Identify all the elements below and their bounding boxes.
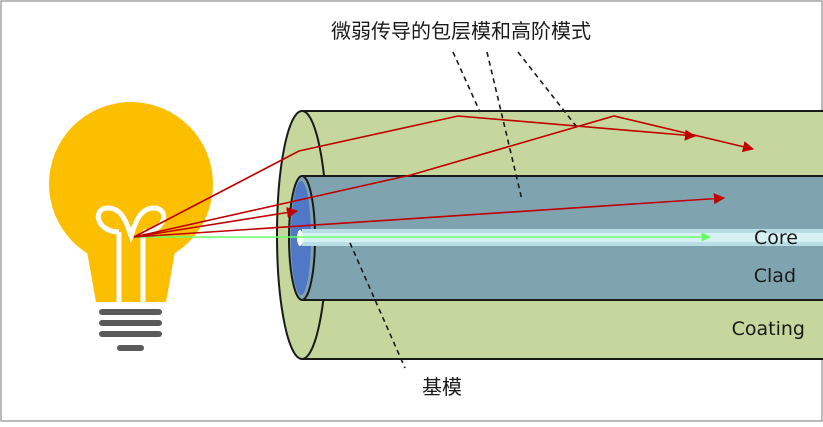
bulb-tip [117,345,144,351]
leader-line [486,51,523,201]
high-order-mode-ray [133,193,726,238]
cladding-mode-ray [133,115,697,238]
clad-label: Clad [754,265,796,287]
leader-lines [349,51,577,369]
leader-line [452,51,481,113]
core-label: Core [754,227,798,249]
leader-line [517,51,577,127]
bulb-base-stripe [99,309,162,315]
bulb-base-stripe [99,331,162,337]
high-order-mode-ray [133,207,299,238]
bulb-base-stripe [99,320,162,326]
higher-modes-label: 微弱传导的包层模和高阶模式 [331,19,591,43]
leader-line [349,242,406,369]
coating-label: Coating [732,318,805,340]
light-rays [133,115,755,242]
fundamental-mode-label: 基模 [422,375,462,399]
cladding-mode-ray [133,115,755,238]
light-bulb-icon [49,102,213,351]
